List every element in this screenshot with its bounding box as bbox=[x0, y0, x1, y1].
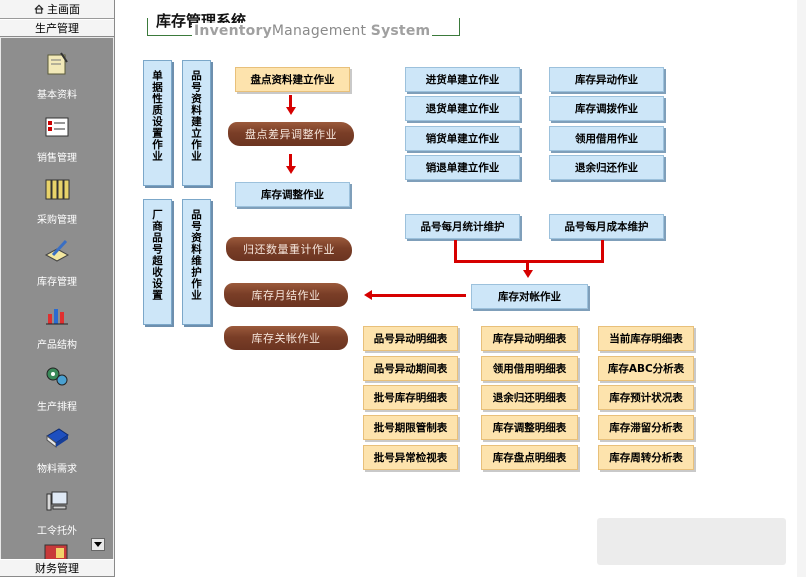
arrow-down-icon bbox=[286, 107, 296, 115]
item-master-maintain-button[interactable]: 品号资料维护作业 bbox=[182, 199, 211, 325]
arrow-down-icon bbox=[523, 270, 533, 278]
return-qty-recalc-button[interactable]: 归还数量重计作业 bbox=[226, 237, 352, 261]
vbox-label: 单据性质设置作业 bbox=[151, 70, 163, 162]
sidebar-item-scheduling[interactable]: 生产排程 bbox=[1, 356, 113, 416]
sales-return-button[interactable]: 销退单建立作业 bbox=[405, 155, 520, 180]
flow-line bbox=[454, 260, 604, 263]
sidebar-item-label: 产品结构 bbox=[37, 340, 77, 351]
chevron-down-icon bbox=[94, 542, 102, 547]
sidebar-item-basic-data[interactable]: 基本资料 bbox=[1, 44, 113, 104]
report-button[interactable]: 库存异动明细表 bbox=[481, 326, 578, 351]
report-button[interactable]: 库存ABC分析表 bbox=[598, 356, 694, 381]
arrow-down-icon bbox=[286, 166, 296, 174]
report-button[interactable]: 品号异动期间表 bbox=[363, 356, 458, 381]
computer-icon bbox=[46, 491, 68, 511]
item-master-create-button[interactable]: 品号资料建立作业 bbox=[182, 60, 211, 186]
flow-line bbox=[601, 240, 604, 262]
report-button[interactable]: 库存盘点明细表 bbox=[481, 445, 578, 470]
stock-adjust-button[interactable]: 库存调整作业 bbox=[235, 182, 350, 207]
subtitle-part-3: System bbox=[370, 23, 431, 39]
finance-icon bbox=[44, 544, 68, 560]
return-remainder-button[interactable]: 退余归还作业 bbox=[549, 155, 664, 180]
monthly-stats-button[interactable]: 品号每月统计维护 bbox=[405, 214, 520, 239]
sidebar-item-inventory[interactable]: 库存管理 bbox=[1, 231, 113, 291]
count-diff-adjust-button[interactable]: 盘点差异调整作业 bbox=[228, 122, 354, 146]
sidebar-item-label: 库存管理 bbox=[37, 277, 77, 288]
bar-chart-icon bbox=[46, 309, 68, 325]
sidebar-item-sales[interactable]: 销售管理 bbox=[1, 107, 113, 167]
count-create-button[interactable]: 盘点资料建立作业 bbox=[235, 67, 350, 92]
sidebar-item-label: 基本资料 bbox=[37, 90, 77, 101]
vendor-over-receipt-button[interactable]: 厂商品号超收设置 bbox=[143, 199, 172, 325]
sidebar-item-label: 销售管理 bbox=[37, 153, 77, 164]
window-right-edge bbox=[797, 0, 806, 577]
gears-icon bbox=[46, 367, 68, 386]
blue-book-icon bbox=[46, 428, 69, 449]
report-button[interactable]: 批号异常检视表 bbox=[363, 445, 458, 470]
gray-overlay-panel bbox=[597, 518, 786, 565]
sidebar-item-purchase[interactable]: 采购管理 bbox=[1, 169, 113, 229]
sidebar-item-material[interactable]: 物料需求 bbox=[1, 418, 113, 478]
report-button[interactable]: 当前库存明细表 bbox=[598, 326, 694, 351]
group-production[interactable]: 生产管理 bbox=[0, 19, 114, 37]
monthly-cost-button[interactable]: 品号每月成本维护 bbox=[549, 214, 664, 239]
report-button[interactable]: 库存预计状况表 bbox=[598, 385, 694, 410]
home-icon bbox=[34, 4, 44, 14]
doc-type-setup-button[interactable]: 单据性质设置作业 bbox=[143, 60, 172, 186]
vbox-label: 品号资料维护作业 bbox=[190, 209, 202, 301]
binders-icon bbox=[45, 179, 70, 200]
flow-line bbox=[526, 262, 529, 271]
report-button[interactable]: 退余归还明细表 bbox=[481, 385, 578, 410]
close-account-button[interactable]: 库存关帐作业 bbox=[224, 326, 348, 350]
home-button[interactable]: 主画面 bbox=[0, 0, 114, 19]
sidebar-item-label: 采购管理 bbox=[37, 215, 77, 226]
sidebar: 主画面 生产管理 基本资料 销售管理 bbox=[0, 0, 115, 577]
flow-line bbox=[371, 294, 466, 297]
stock-transaction-button[interactable]: 库存异动作业 bbox=[549, 67, 664, 92]
vbox-label: 厂商品号超收设置 bbox=[151, 209, 163, 301]
purchase-receipt-button[interactable]: 进货单建立作业 bbox=[405, 67, 520, 92]
sidebar-scroll-down-button[interactable] bbox=[91, 538, 105, 551]
sidebar-item-label: 工令托外 bbox=[37, 526, 77, 537]
home-label: 主画面 bbox=[47, 3, 80, 16]
flow-line bbox=[454, 240, 457, 262]
book-pen-icon bbox=[47, 52, 68, 75]
vbox-label: 品号资料建立作业 bbox=[190, 70, 202, 162]
module-panel: 基本资料 销售管理 采购管理 bbox=[1, 38, 113, 560]
requisition-borrow-button[interactable]: 领用借用作业 bbox=[549, 126, 664, 151]
sales-delivery-button[interactable]: 销货单建立作业 bbox=[405, 126, 520, 151]
sidebar-item-label: 物料需求 bbox=[37, 464, 77, 475]
report-button[interactable]: 品号异动明细表 bbox=[363, 326, 458, 351]
report-button[interactable]: 库存滞留分析表 bbox=[598, 415, 694, 440]
report-button[interactable]: 批号期限管制表 bbox=[363, 415, 458, 440]
subtitle-part-1: Inventory bbox=[194, 23, 272, 39]
sales-form-icon bbox=[45, 117, 69, 137]
report-button[interactable]: 库存调整明细表 bbox=[481, 415, 578, 440]
pencil-book-icon bbox=[44, 239, 70, 262]
report-button[interactable]: 批号库存明细表 bbox=[363, 385, 458, 410]
stock-transfer-button[interactable]: 库存调拨作业 bbox=[549, 96, 664, 121]
reconcile-button[interactable]: 库存对帐作业 bbox=[471, 284, 588, 309]
purchase-return-button[interactable]: 退货单建立作业 bbox=[405, 96, 520, 121]
arrow-left-icon bbox=[364, 290, 372, 300]
sidebar-item-work-order[interactable]: 工令托外 bbox=[1, 480, 113, 540]
flow-line bbox=[289, 154, 292, 167]
sidebar-item-product-structure[interactable]: 产品结构 bbox=[1, 294, 113, 354]
subtitle-part-2: Management bbox=[271, 23, 371, 39]
report-button[interactable]: 领用借用明细表 bbox=[481, 356, 578, 381]
monthly-close-button[interactable]: 库存月结作业 bbox=[224, 283, 348, 307]
report-button[interactable]: 库存周转分析表 bbox=[598, 445, 694, 470]
page-subtitle: InventoryManagement System bbox=[192, 23, 433, 39]
group-finance[interactable]: 财务管理 bbox=[0, 559, 114, 577]
flow-line bbox=[289, 95, 292, 108]
sidebar-item-label: 生产排程 bbox=[37, 402, 77, 413]
